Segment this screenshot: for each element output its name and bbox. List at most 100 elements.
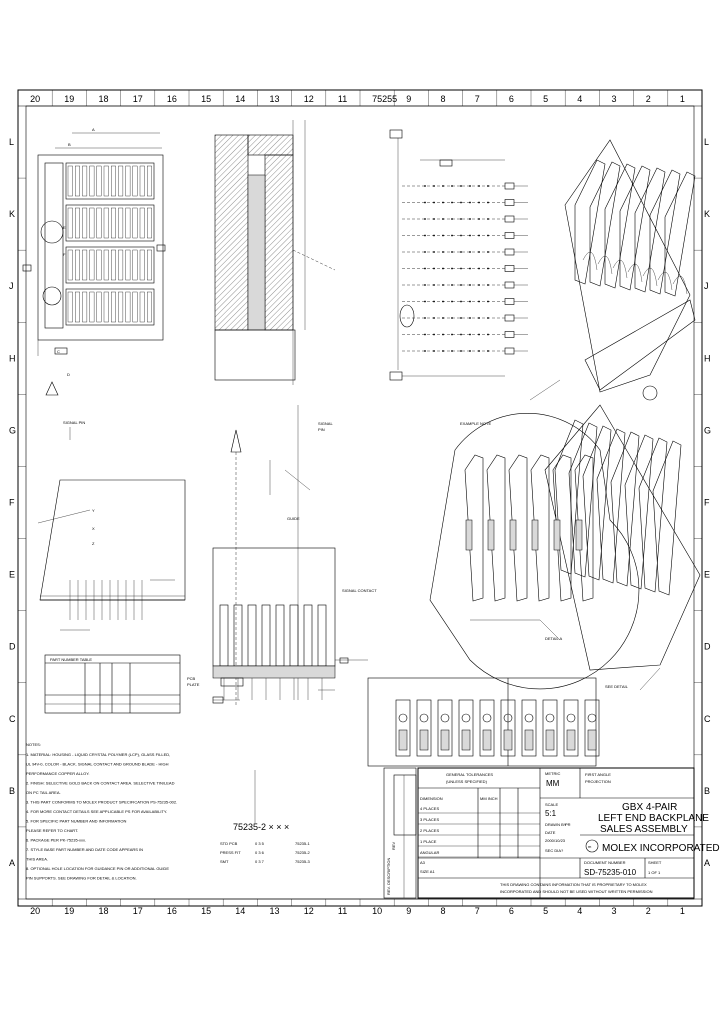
zone-number-top: 6 (509, 94, 514, 104)
part-row-code: 0 3 7 (255, 859, 265, 864)
dim-label-b: B (68, 142, 71, 147)
zone-letter-right: F (704, 498, 710, 508)
contact-rows (402, 182, 528, 355)
zone-number-top: 17 (133, 94, 143, 104)
contact-array-grid (65, 162, 155, 326)
side-label-pin: PIN (318, 427, 325, 432)
sheet-label: SHEET (648, 860, 662, 865)
zone-number-top: 9 (406, 94, 411, 104)
plan-view-top-left: A B C D E F (22, 127, 166, 396)
zone-letter-right: L (704, 137, 709, 147)
contact-column-view (389, 129, 528, 381)
zone-number-bottom: 18 (99, 906, 109, 916)
zone-number-top: 15 (201, 94, 211, 104)
part-row-number: 75235-1 (295, 841, 310, 846)
units-value: MM (546, 779, 560, 788)
company-name: MOLEX INCORPORATED (602, 843, 720, 854)
note-line: 1. MATERIAL: HOUSING - LIQUID CRYSTAL PO… (26, 752, 170, 757)
notes-heading: NOTES: (26, 742, 41, 747)
zone-number-top: 4 (577, 94, 582, 104)
title-line-3: SALES ASSEMBLY (600, 824, 688, 835)
tolerance-row-label: 4 PLACES (420, 806, 439, 811)
zone-number-bottom: 1 (680, 906, 685, 916)
zone-number-top: 13 (270, 94, 280, 104)
zone-number-top: 3 (612, 94, 617, 104)
zone-number-top: 2 (646, 94, 651, 104)
zone-letter-left: B (9, 786, 15, 796)
part-row-pn: PRESS FIT (220, 850, 241, 855)
unless-specified: (UNLESS SPECIFIED) (446, 779, 488, 784)
zone-number-bottom: 10 (372, 906, 382, 916)
general-tolerances: GENERAL TOLERANCES (446, 772, 493, 777)
note-line: PIN SUPPORTS. SEE DRAWING FOR DETAIL & L… (26, 876, 137, 881)
callout-example-note: EXAMPLE NOTE (460, 421, 491, 426)
zone-letter-right: G (704, 425, 711, 435)
date-value: 2000/10/23 (545, 838, 566, 843)
zone-number-top: 18 (99, 94, 109, 104)
zone-number-bottom: 3 (612, 906, 617, 916)
date-label: DATE (545, 830, 556, 835)
format-label: A3 (420, 860, 426, 865)
notes-block: NOTES: 1. MATERIAL: HOUSING - LIQUID CRY… (26, 742, 177, 881)
zone-number-bottom: 9 (406, 906, 411, 916)
zone-letter-left: E (9, 570, 15, 580)
note-line: PLEASE REFER TO CHART. (26, 828, 78, 833)
part-row-code: 0 3 5 (255, 841, 265, 846)
revision-strip: REV REV. DESCRIPTION (383, 767, 417, 899)
isometric-view-top (564, 139, 696, 393)
detail-line-y: Y (92, 508, 95, 513)
note-line: 8. OPTIONAL HOLE LOCATION FOR GUIDANCE P… (26, 866, 169, 871)
note-line: THIS AREA. (26, 857, 48, 862)
zone-number-top: 11 (338, 94, 347, 104)
side-label-contact: SIGNAL CONTACT (342, 588, 377, 593)
isometric-view-bottom (544, 385, 701, 671)
section-view (214, 120, 336, 385)
detail-line-x: X (92, 526, 95, 531)
zone-letter-left: C (9, 714, 16, 724)
side-label-guide: GUIDE (287, 516, 300, 521)
zone-number-top: 75255 (372, 94, 397, 104)
zone-number-bottom: 20 (30, 906, 40, 916)
disclaimer-line-2: INCORPORATED AND SHOULD NOT BE USED WITH… (500, 889, 653, 894)
side-label-plate: PLATE (187, 682, 200, 687)
zone-letter-left: K (9, 209, 15, 219)
zone-number-bottom: 14 (235, 906, 245, 916)
zone-letter-right: H (704, 353, 711, 363)
zone-number-top: 7 (475, 94, 480, 104)
zone-number-top: 19 (64, 94, 74, 104)
tolerance-row-label: 3 PLACES (420, 817, 439, 822)
label-e: E (63, 225, 66, 230)
zone-number-bottom: 8 (441, 906, 446, 916)
part-row-code: 0 3 6 (255, 850, 265, 855)
sheet-code: SEC DIA? (545, 848, 564, 853)
rev-label: REV (391, 841, 396, 850)
tolerance-row-label: ANGULAR (420, 850, 439, 855)
note-line: ON PC TAIL AREA. (26, 790, 61, 795)
side-label-signal: SIGNAL (318, 421, 333, 426)
zone-letter-left: L (9, 137, 14, 147)
zone-number-bottom: 12 (304, 906, 314, 916)
zone-number-bottom: 13 (270, 906, 280, 916)
zone-number-bottom: 7 (475, 906, 480, 916)
note-line: 5. FOR SPECIFIC PART NUMBER AND INFORMAT… (26, 819, 126, 824)
zone-number-bottom: 11 (338, 906, 347, 916)
note-line: 4. FOR MORE CONTACT DETAILS SEE APPLICAB… (26, 809, 167, 814)
zone-letter-left: H (9, 353, 16, 363)
part-row-pn: SMT (220, 859, 229, 864)
zone-number-bottom: 2 (646, 906, 651, 916)
note-line: 2. FINISH: SELECTIVE GOLD BACK ON CONTAC… (26, 781, 175, 786)
zone-number-top: 16 (167, 94, 177, 104)
note-line: PERFORMANCE COPPER ALLOY. (26, 771, 90, 776)
tolerance-row-label: 1 PLACE (420, 839, 437, 844)
zone-letter-left: J (9, 281, 14, 291)
zone-letter-left: G (9, 425, 16, 435)
rev-desc: REV. DESCRIPTION (386, 857, 391, 895)
zone-number-bottom: 6 (509, 906, 514, 916)
callout-detail-a: DETAIL A (545, 636, 562, 641)
zone-letter-right: K (704, 209, 710, 219)
